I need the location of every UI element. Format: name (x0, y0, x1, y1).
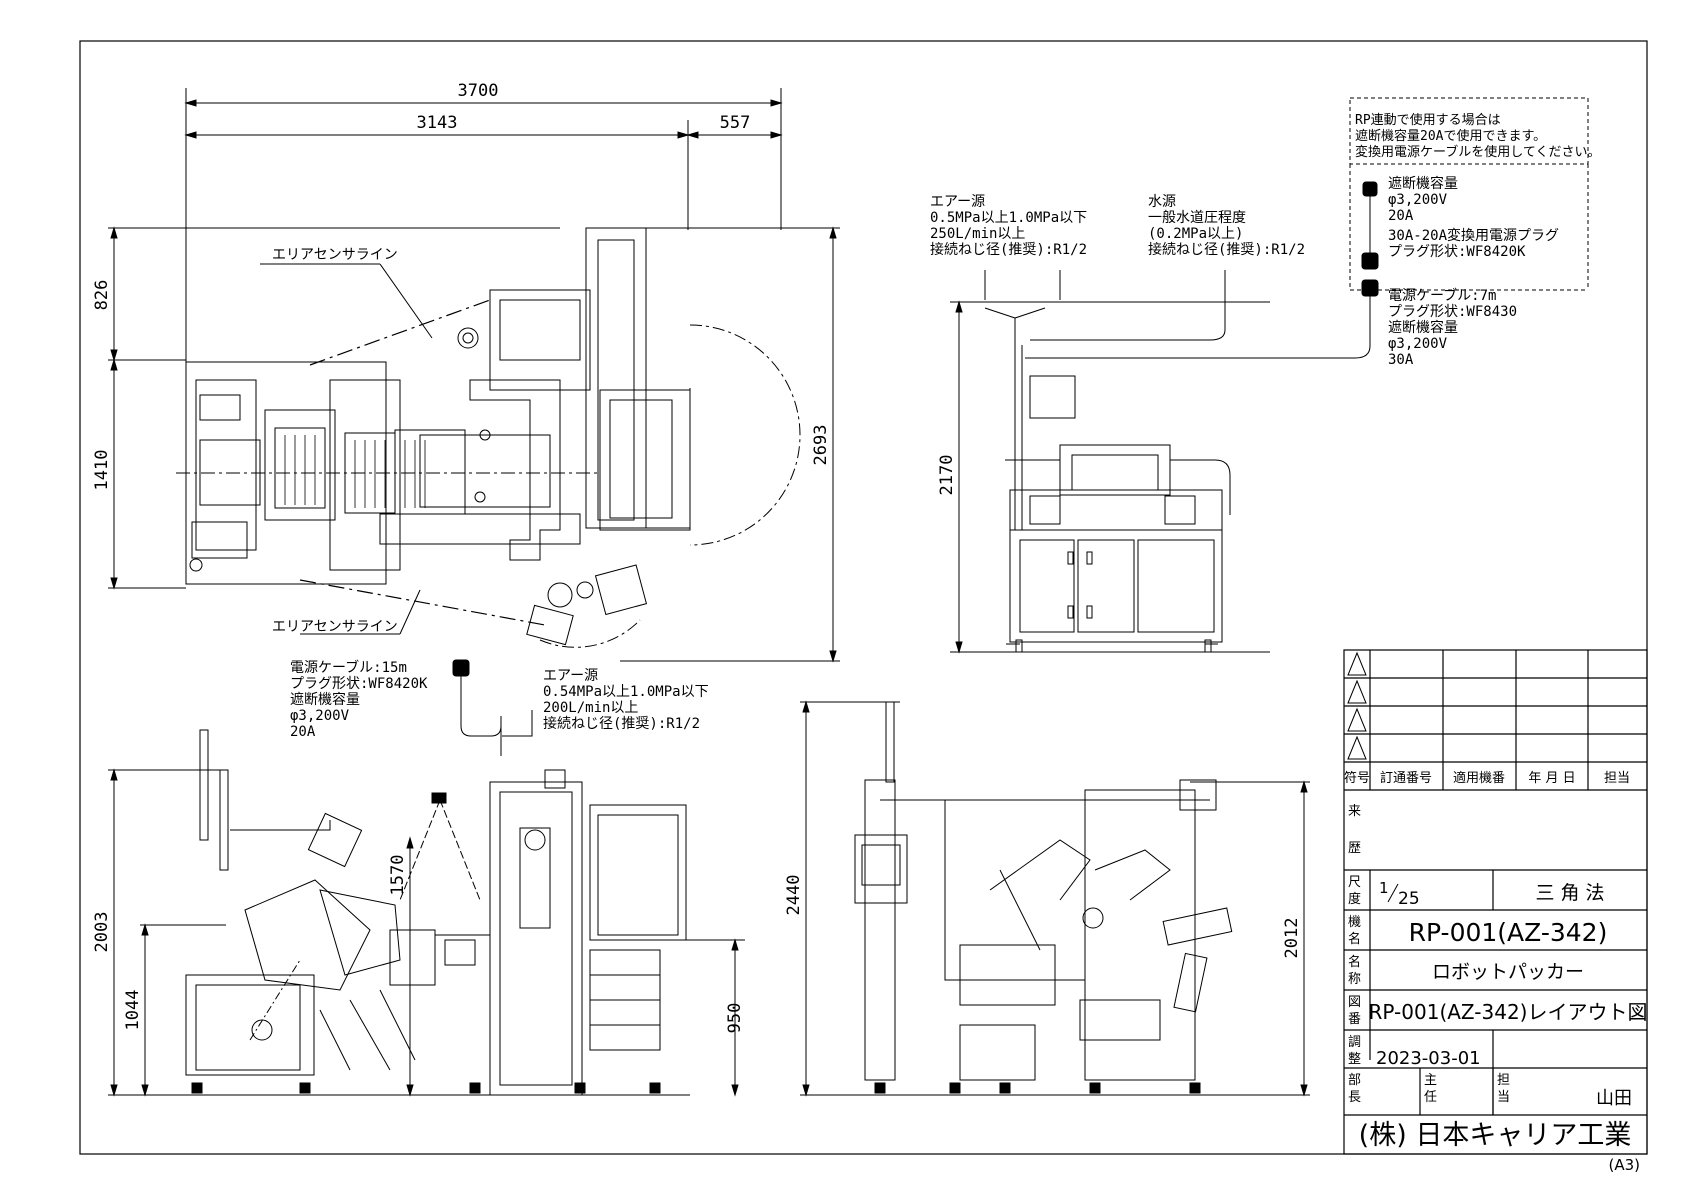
rp-breaker-line1: 遮断機容量 (1388, 175, 1458, 192)
power-front-line2: プラグ形状:WF8420K (290, 676, 428, 692)
person-name: 山田 (1596, 1088, 1632, 1109)
rev-header-machine: 適用機番 (1453, 770, 1505, 786)
drawing-label-2: 番 (1348, 1012, 1361, 1027)
air-front-line4: 接続ねじ径(推奨):R1/2 (543, 715, 700, 732)
dim-front-mid: 1570 (388, 855, 408, 896)
dim-front-right: 950 (725, 1003, 745, 1034)
power-front-line3: 遮断機容量 (290, 691, 360, 708)
rev-header-number: 訂通番号 (1380, 770, 1432, 786)
dim-width-right: 557 (720, 113, 751, 133)
area-sensor-label-bottom: エリアセンサライン (272, 619, 398, 635)
scale-label-1: 尺 (1348, 875, 1361, 890)
rp-converter-line1: 30A-20A変換用電源プラグ (1388, 227, 1559, 244)
rev-header-person: 担当 (1604, 771, 1630, 786)
drawing-number: RP-001(AZ-342)レイアウト図 (1369, 1000, 1648, 1024)
plug-icon-20a (1362, 181, 1378, 255)
scale-numerator: 1 (1379, 879, 1389, 897)
history-label-2: 歴 (1348, 841, 1361, 856)
dept-label-1: 部 (1348, 1073, 1361, 1088)
person-label-1: 担 (1497, 1073, 1510, 1088)
drawing-date: 2023-03-01 (1376, 1048, 1481, 1069)
rp-breaker-line3: 20A (1388, 208, 1414, 224)
side-view (950, 270, 1371, 654)
title-block (1343, 649, 1648, 1155)
dim-top-total: 2693 (811, 425, 831, 466)
plug-icon-converter (1361, 252, 1379, 270)
dim-rear-total: 2440 (784, 875, 804, 916)
product-name: ロボットパッカー (1432, 961, 1584, 983)
model-number: RP-001(AZ-342) (1409, 918, 1608, 947)
rp-note-line1: RP連動で使用する場合は (1355, 112, 1501, 128)
scale-label-2: 度 (1348, 891, 1361, 907)
drawing-frame (79, 40, 1648, 1155)
power-right-line2: プラグ形状:WF8430 (1388, 304, 1517, 320)
air-top-line1: エアー源 (930, 194, 985, 210)
date-label-1: 調 (1348, 1035, 1361, 1050)
history-label-1: 来 (1348, 804, 1361, 819)
projection-method: 三 角 法 (1535, 882, 1604, 904)
dim-overall-width: 3700 (458, 81, 499, 101)
rev-header-date: 年 月 日 (1528, 771, 1575, 786)
water-line3: (0.2MPa以上) (1148, 226, 1243, 242)
name-label-2: 称 (1348, 972, 1361, 987)
water-line2: 一般水道圧程度 (1148, 210, 1246, 226)
rp-note-box (1349, 97, 1589, 165)
dim-front-total: 2003 (92, 912, 112, 953)
air-top-line2: 0.5MPa以上1.0MPa以下 (930, 210, 1087, 226)
dim-side-height: 2170 (937, 455, 957, 496)
date-label-2: 整 (1348, 1052, 1361, 1067)
power-right-line1: 電源ケーブル:7m (1388, 287, 1496, 304)
power-right-line3: 遮断機容量 (1388, 319, 1458, 336)
dim-rear-right: 2012 (1282, 918, 1302, 959)
dept-label-2: 長 (1348, 1090, 1361, 1105)
power-right-line4: φ3,200V (1388, 336, 1448, 352)
model-label-1: 機 (1348, 915, 1361, 930)
rp-converter-line2: プラグ形状:WF8420K (1388, 244, 1526, 260)
scale-denominator: 25 (1398, 889, 1420, 909)
water-line4: 接続ねじ径(推奨):R1/2 (1148, 241, 1305, 258)
power-front-line1: 電源ケーブル:15m (290, 659, 407, 676)
water-line1: 水源 (1148, 194, 1176, 210)
air-top-line4: 接続ねじ径(推奨):R1/2 (930, 241, 1087, 258)
plug-icon-front (452, 659, 502, 756)
company-name: (株) 日本キャリア工業 (1359, 1120, 1632, 1151)
plan-view (108, 88, 840, 663)
rp-breaker-line2: φ3,200V (1388, 192, 1448, 208)
plug-icon-30a (1361, 279, 1379, 297)
area-sensor-label-top: エリアセンサライン (272, 247, 398, 263)
chief-label-1: 主 (1424, 1073, 1437, 1088)
paper-size: (A3) (1608, 1156, 1640, 1174)
rp-note-line3: 変換用電源ケーブルを使用してください。 (1355, 144, 1600, 160)
rp-note-line2: 遮断機容量20Aで使用できます。 (1355, 128, 1546, 144)
front-view (108, 729, 745, 1097)
air-top-line3: 250L/min以上 (930, 226, 1025, 242)
power-front-line4: φ3,200V (290, 708, 350, 724)
name-label-1: 名 (1348, 954, 1361, 970)
power-right-line5: 30A (1388, 352, 1414, 368)
air-front-line1: エアー源 (543, 668, 598, 684)
air-front-line2: 0.54MPa以上1.0MPa以下 (543, 684, 709, 700)
dim-top-upper: 826 (92, 280, 112, 311)
air-front-line3: 200L/min以上 (543, 700, 638, 716)
dim-top-main: 1410 (92, 450, 112, 491)
dim-width-left: 3143 (417, 113, 458, 133)
drawing-label-1: 図 (1348, 995, 1361, 1010)
dim-front-low: 1044 (123, 990, 143, 1031)
person-label-2: 当 (1497, 1090, 1510, 1105)
model-label-2: 名 (1348, 931, 1361, 947)
chief-label-2: 任 (1424, 1090, 1437, 1105)
rear-view (800, 700, 1310, 1097)
rev-header-symbol: 符号 (1344, 770, 1370, 786)
power-front-line5: 20A (290, 724, 316, 740)
